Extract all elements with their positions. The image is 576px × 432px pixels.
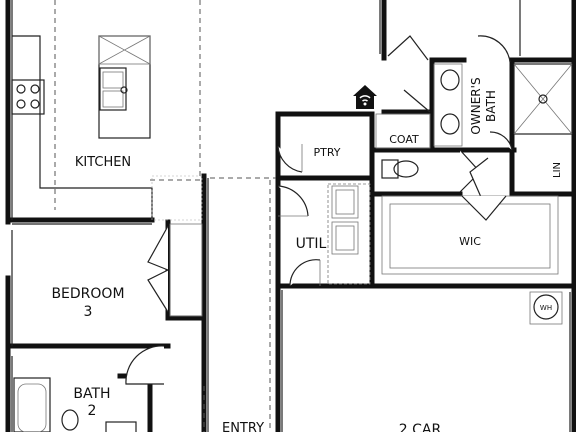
pantry-util-fixtures [277, 144, 371, 287]
room-labels: KITCHEN BEDROOM 3 BATH 2 ENTRY UTIL PTRY… [51, 77, 563, 432]
coat-label: COAT [389, 133, 419, 146]
sink-icon [99, 67, 127, 111]
kitchen-label: KITCHEN [75, 155, 131, 170]
smart-home-icon [353, 85, 377, 109]
bath-label: BATH [73, 386, 110, 402]
ptry-label: PTRY [313, 146, 340, 159]
coat-wc-fixtures [375, 35, 481, 193]
toilet-owner-icon [381, 159, 399, 179]
sink-left-icon [440, 69, 460, 91]
bath-fixtures [13, 345, 165, 432]
owners-bath-fixtures [433, 35, 573, 205]
range-icon [11, 79, 45, 115]
dryer-icon [331, 221, 359, 255]
garage-fixtures [529, 291, 563, 325]
wic-label: WIC [459, 235, 481, 248]
entry-label: ENTRY [222, 421, 264, 432]
sink-right-icon [440, 113, 460, 135]
shower-icon [513, 63, 573, 135]
lin-label: LIN [552, 162, 563, 178]
wic-fixtures [381, 195, 559, 275]
bathtub-icon [13, 377, 51, 432]
bedroom-closet-wall [165, 219, 207, 321]
water-heater-label: WH [540, 304, 552, 312]
bath-number-label: 2 [88, 403, 97, 419]
util-label: UTIL [296, 236, 327, 252]
dashed-lines [54, 0, 276, 432]
exterior-walls [5, 0, 576, 432]
dishwasher-icon [98, 35, 151, 65]
water-heater-icon [533, 294, 559, 320]
owners-bath-label-line2: BATH [484, 90, 498, 122]
kitchen-fixtures [11, 35, 203, 221]
garage-label: 2 CAR [399, 422, 442, 432]
toilet-icon [61, 409, 79, 431]
owners-bath-label-line1: OWNER'S [469, 77, 483, 134]
bedroom-label: BEDROOM [51, 286, 124, 302]
washer-icon [331, 185, 359, 219]
bedroom-number-label: 3 [84, 304, 93, 320]
bedroom-fixtures [147, 223, 203, 317]
